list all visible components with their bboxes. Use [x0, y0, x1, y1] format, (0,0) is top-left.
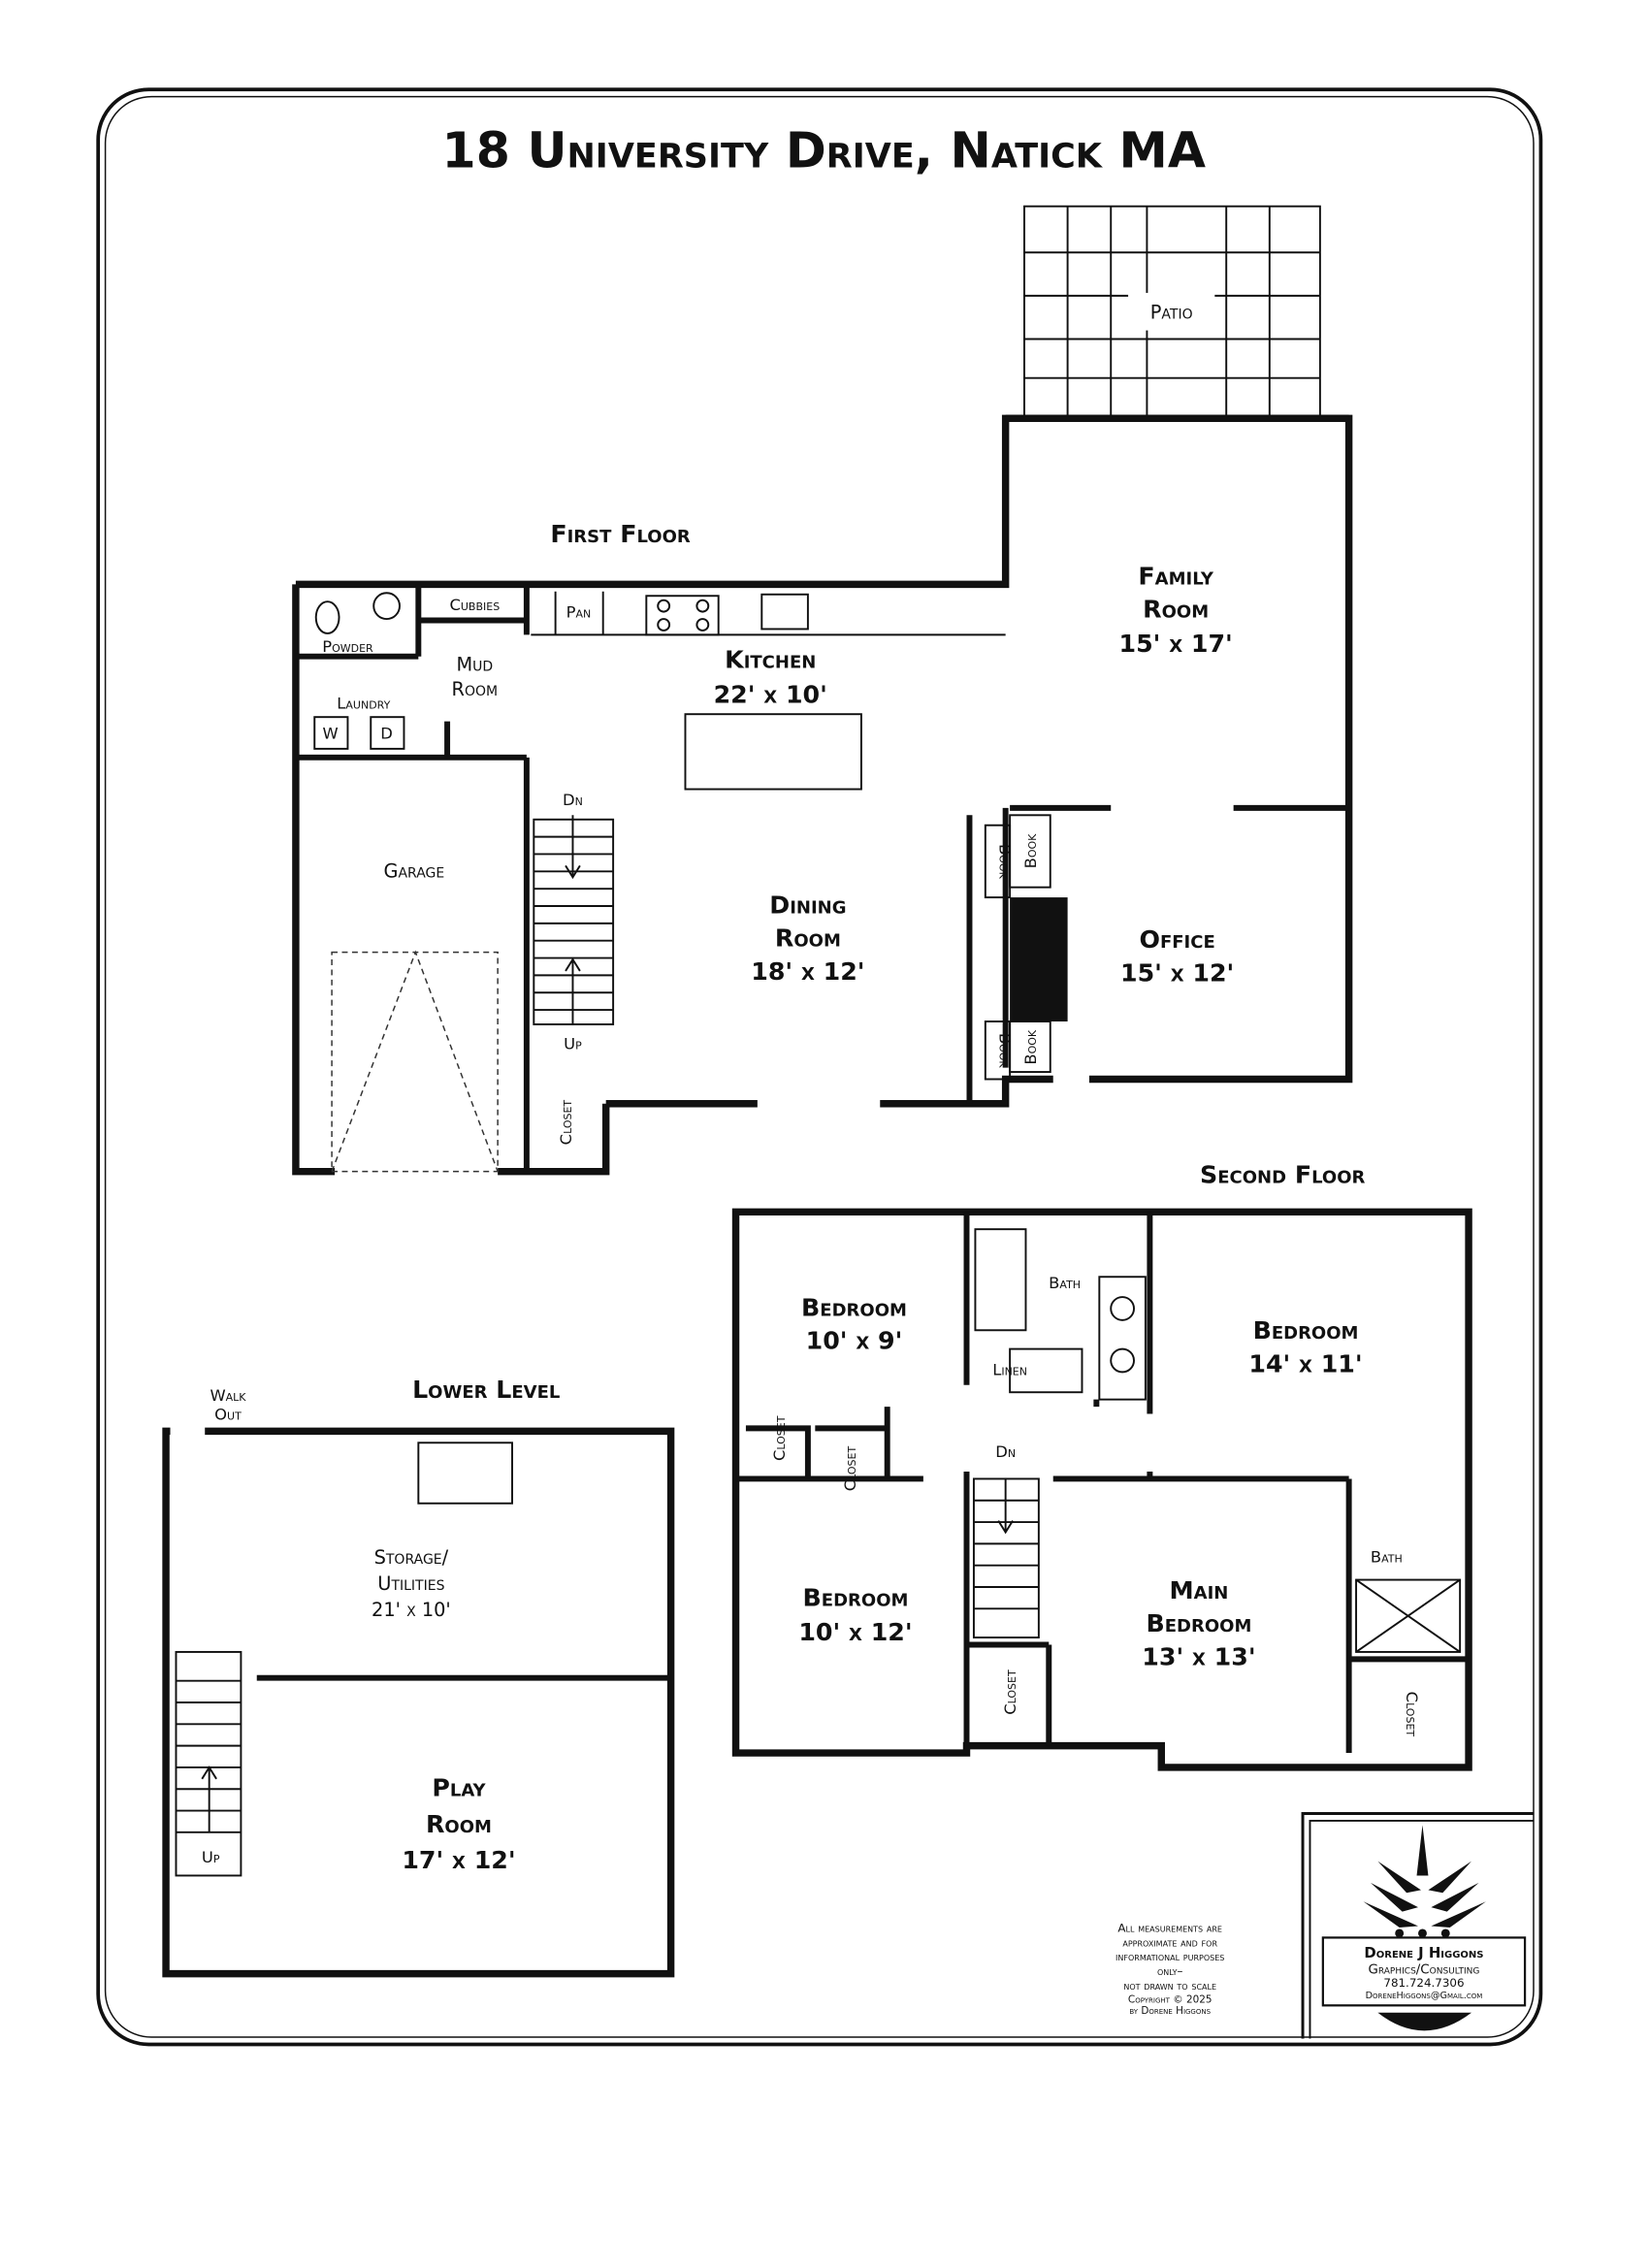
lower-level-play-room-size-label: 17' x 12' — [402, 1846, 515, 1874]
first-floor-book-label: Book — [996, 844, 1015, 880]
first-floor-dining-room-name-1-label: Room — [775, 924, 841, 953]
lower-level-storage-size-label: 21' x 10' — [372, 1599, 451, 1621]
fireplace — [1010, 897, 1068, 1021]
first-floor-laundry-label: Laundry — [337, 694, 390, 712]
first-floor-family-room-size-label: 15' x 17' — [1119, 630, 1233, 658]
second-floor-label-label: Second Floor — [1200, 1161, 1365, 1189]
second-floor-main-bedroom-size-label: 13' x 13' — [1142, 1642, 1255, 1670]
credit-email-label: DoreneHiggons@Gmail.com — [1366, 1991, 1483, 2001]
patio: Patio — [1023, 205, 1321, 420]
first-floor-book-label: Book — [996, 1033, 1015, 1069]
first-floor-book-label: Book — [1021, 1029, 1040, 1065]
first-floor-family-room-name-0-label: Family — [1138, 562, 1213, 590]
credit-company-label: Graphics/Consulting — [1369, 1963, 1480, 1978]
first-floor-mud-room-1-label: Room — [452, 678, 499, 700]
first-floor-office-size-label: 15' x 12' — [1120, 958, 1234, 987]
stairs-dn-label: Dn — [563, 791, 583, 809]
second-floor-closet-label: Closet — [1403, 1692, 1421, 1737]
first-floor-dryer-label: D — [380, 724, 393, 742]
lower-level: Lower Level Walk Out Storage/ Utilities … — [162, 1376, 675, 1978]
lower-level-storage-name-0-label: Storage/ — [374, 1546, 449, 1569]
credit-box: Dorene J Higgons Graphics/Consulting 781… — [1301, 1812, 1534, 2039]
first-floor-pantry-label: Pan — [566, 603, 592, 622]
disclaimer-4-label: not drawn to scale — [1123, 1979, 1216, 1993]
lower-level-walk-out-1-label: Out — [214, 1405, 242, 1423]
second-floor: Second Floor Dn Bedroom 10' x 9' Bedroom… — [731, 1161, 1472, 1771]
first-floor-book-label: Book — [1021, 833, 1040, 869]
lower-level-walk-out-0-label: Walk — [210, 1386, 246, 1405]
lower-level-play-room-name-0-label: Play — [432, 1774, 486, 1802]
patio-label: Patio — [1150, 302, 1193, 324]
second-floor-bedroom2-name-label: Bedroom — [1253, 1316, 1359, 1345]
second-floor-bedroom3-size-label: 10' x 12' — [798, 1618, 912, 1646]
disclaimer: All measurements are approximate and for… — [1116, 1921, 1224, 2017]
second-floor-bedroom1-name-label: Bedroom — [801, 1293, 907, 1321]
first-floor-washer-label: W — [323, 724, 339, 742]
first-floor-family-room-name-1-label: Room — [1143, 596, 1209, 624]
second-floor-linen-label: Linen — [992, 1360, 1027, 1378]
stairs-up-label: Up — [564, 1034, 582, 1053]
second-floor-stairs-down-label: Dn — [995, 1442, 1016, 1461]
second-floor-closet-label: Closet — [770, 1415, 789, 1461]
first-floor-dining-room-name-0-label: Dining — [769, 891, 846, 919]
first-floor-powder-label: Powder — [322, 637, 373, 656]
lower-level-stairs-up-label: Up — [202, 1848, 220, 1866]
first-floor-office-name-label: Office — [1139, 925, 1214, 954]
second-floor-bedroom1-size-label: 10' x 9' — [806, 1327, 903, 1355]
page-border — [96, 87, 1543, 2047]
first-floor-dining-room-size-label: 18' x 12' — [751, 957, 864, 986]
credit-phone-label: 781.724.7306 — [1383, 1976, 1464, 1990]
first-floor-garage-label: Garage — [383, 859, 444, 882]
pineapple-icon — [1363, 1825, 1486, 2031]
second-floor-closet-label: Closet — [841, 1446, 859, 1492]
disclaimer-1-label: approximate and for — [1122, 1935, 1217, 1949]
first-floor-cubbies-label: Cubbies — [449, 596, 500, 614]
second-floor-main-bedroom-name-1-label: Bedroom — [1147, 1609, 1252, 1637]
credit-name-label: Dorene J Higgons — [1364, 1944, 1483, 1961]
second-floor-bedroom2-size-label: 14' x 11' — [1248, 1349, 1362, 1377]
page-title: 18 University Drive, Natick MA — [442, 122, 1206, 179]
second-floor-bedroom3-name-label: Bedroom — [803, 1583, 909, 1611]
second-floor-bath-label: Bath — [1371, 1548, 1403, 1567]
disclaimer-3-label: only– — [1157, 1964, 1183, 1978]
second-floor-bath-label: Bath — [1049, 1274, 1081, 1292]
first-floor: First Floor Patio Dn Up Book Boo — [292, 205, 1353, 1176]
disclaimer-2-label: informational purposes — [1116, 1950, 1224, 1963]
first-floor-label: First Floor — [550, 520, 691, 548]
disclaimer-0-label: All measurements are — [1117, 1921, 1222, 1934]
first-floor-kitchen-name-label: Kitchen — [725, 646, 816, 674]
first-floor-closet-label: Closet — [557, 1100, 575, 1146]
disclaimer-5-label: Copyright © 2025 — [1128, 1993, 1212, 2005]
lower-level-label-label: Lower Level — [412, 1376, 560, 1404]
kitchen-island — [684, 713, 862, 791]
second-floor-closet-label: Closet — [1001, 1669, 1019, 1715]
first-floor-kitchen-size-label: 22' x 10' — [714, 680, 827, 708]
first-floor-mud-room-0-label: Mud — [456, 654, 493, 676]
lower-level-storage-name-1-label: Utilities — [377, 1572, 444, 1595]
second-floor-main-bedroom-name-0-label: Main — [1170, 1576, 1229, 1604]
disclaimer-6-label: by Dorene Higgons — [1129, 2005, 1211, 2017]
lower-level-play-room-name-1-label: Room — [426, 1810, 492, 1838]
